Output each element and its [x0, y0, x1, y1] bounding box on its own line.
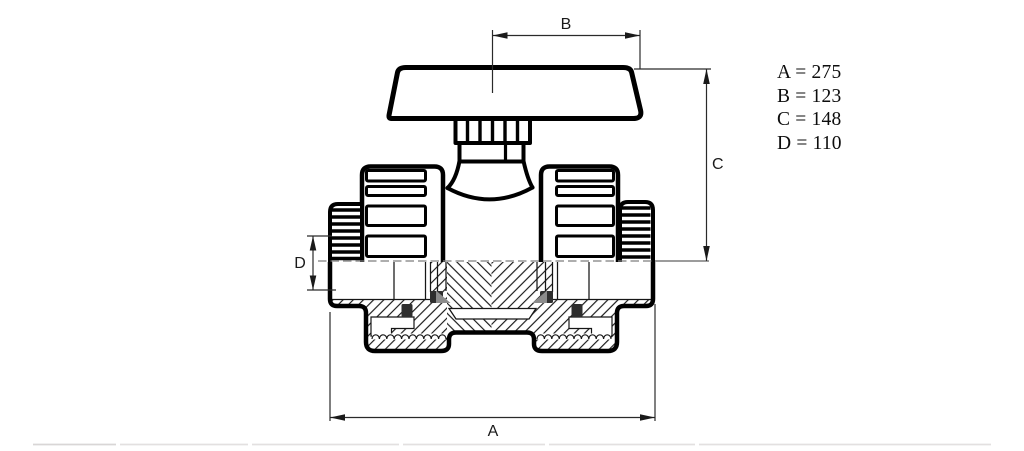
connector-ribs-left [331, 208, 360, 261]
valve-handle [386, 65, 644, 121]
ball-port-recess [447, 307, 538, 320]
dimension-d [307, 235, 336, 291]
ball-hatch-right [491, 262, 537, 332]
bore-right [552, 262, 653, 299]
oring-left [401, 304, 413, 317]
end-connector-right [618, 200, 655, 262]
dimension-c [634, 68, 711, 261]
dimension-spec-list: A = 275 B = 123 C = 148 D = 110 [777, 61, 842, 155]
dimension-c-label: C [712, 156, 724, 173]
stem-bonnet [445, 159, 535, 202]
stem-splines [453, 116, 532, 145]
seat-wedge-right [532, 290, 547, 303]
spec-line-c: C = 148 [777, 109, 842, 130]
thread-scallops-right [536, 334, 612, 340]
oring-right [571, 304, 583, 317]
ball-hatch-left [447, 262, 492, 332]
dimension-b [491, 30, 641, 93]
step-notch-right [568, 316, 613, 337]
bore-left [330, 262, 431, 299]
thread-scallops-left [371, 334, 447, 340]
spec-line-a: A = 275 [777, 62, 842, 83]
internal-joint-lines [332, 262, 651, 301]
valve-body-section [327, 262, 656, 354]
body-outline [327, 262, 656, 354]
nut-rib-slots-left [365, 169, 427, 258]
dimension-a-label: A [488, 423, 499, 440]
spec-line-d: D = 110 [777, 132, 842, 154]
spec-line-b: B = 123 [777, 85, 842, 107]
nut-rib-slots-right [555, 169, 615, 258]
connector-ribs-right [621, 206, 651, 259]
thread-band-left [372, 333, 446, 340]
dimension-b-label: B [561, 16, 572, 33]
dimension-d-label: D [294, 255, 306, 272]
seat-wedge-left [436, 290, 451, 303]
thread-band-right [537, 333, 611, 340]
step-notch-left [370, 316, 415, 337]
stem-collar [457, 141, 526, 164]
dimension-a [329, 304, 656, 421]
union-nut-right [538, 164, 621, 262]
end-connector-left [328, 202, 364, 262]
union-nut-left [359, 164, 446, 262]
